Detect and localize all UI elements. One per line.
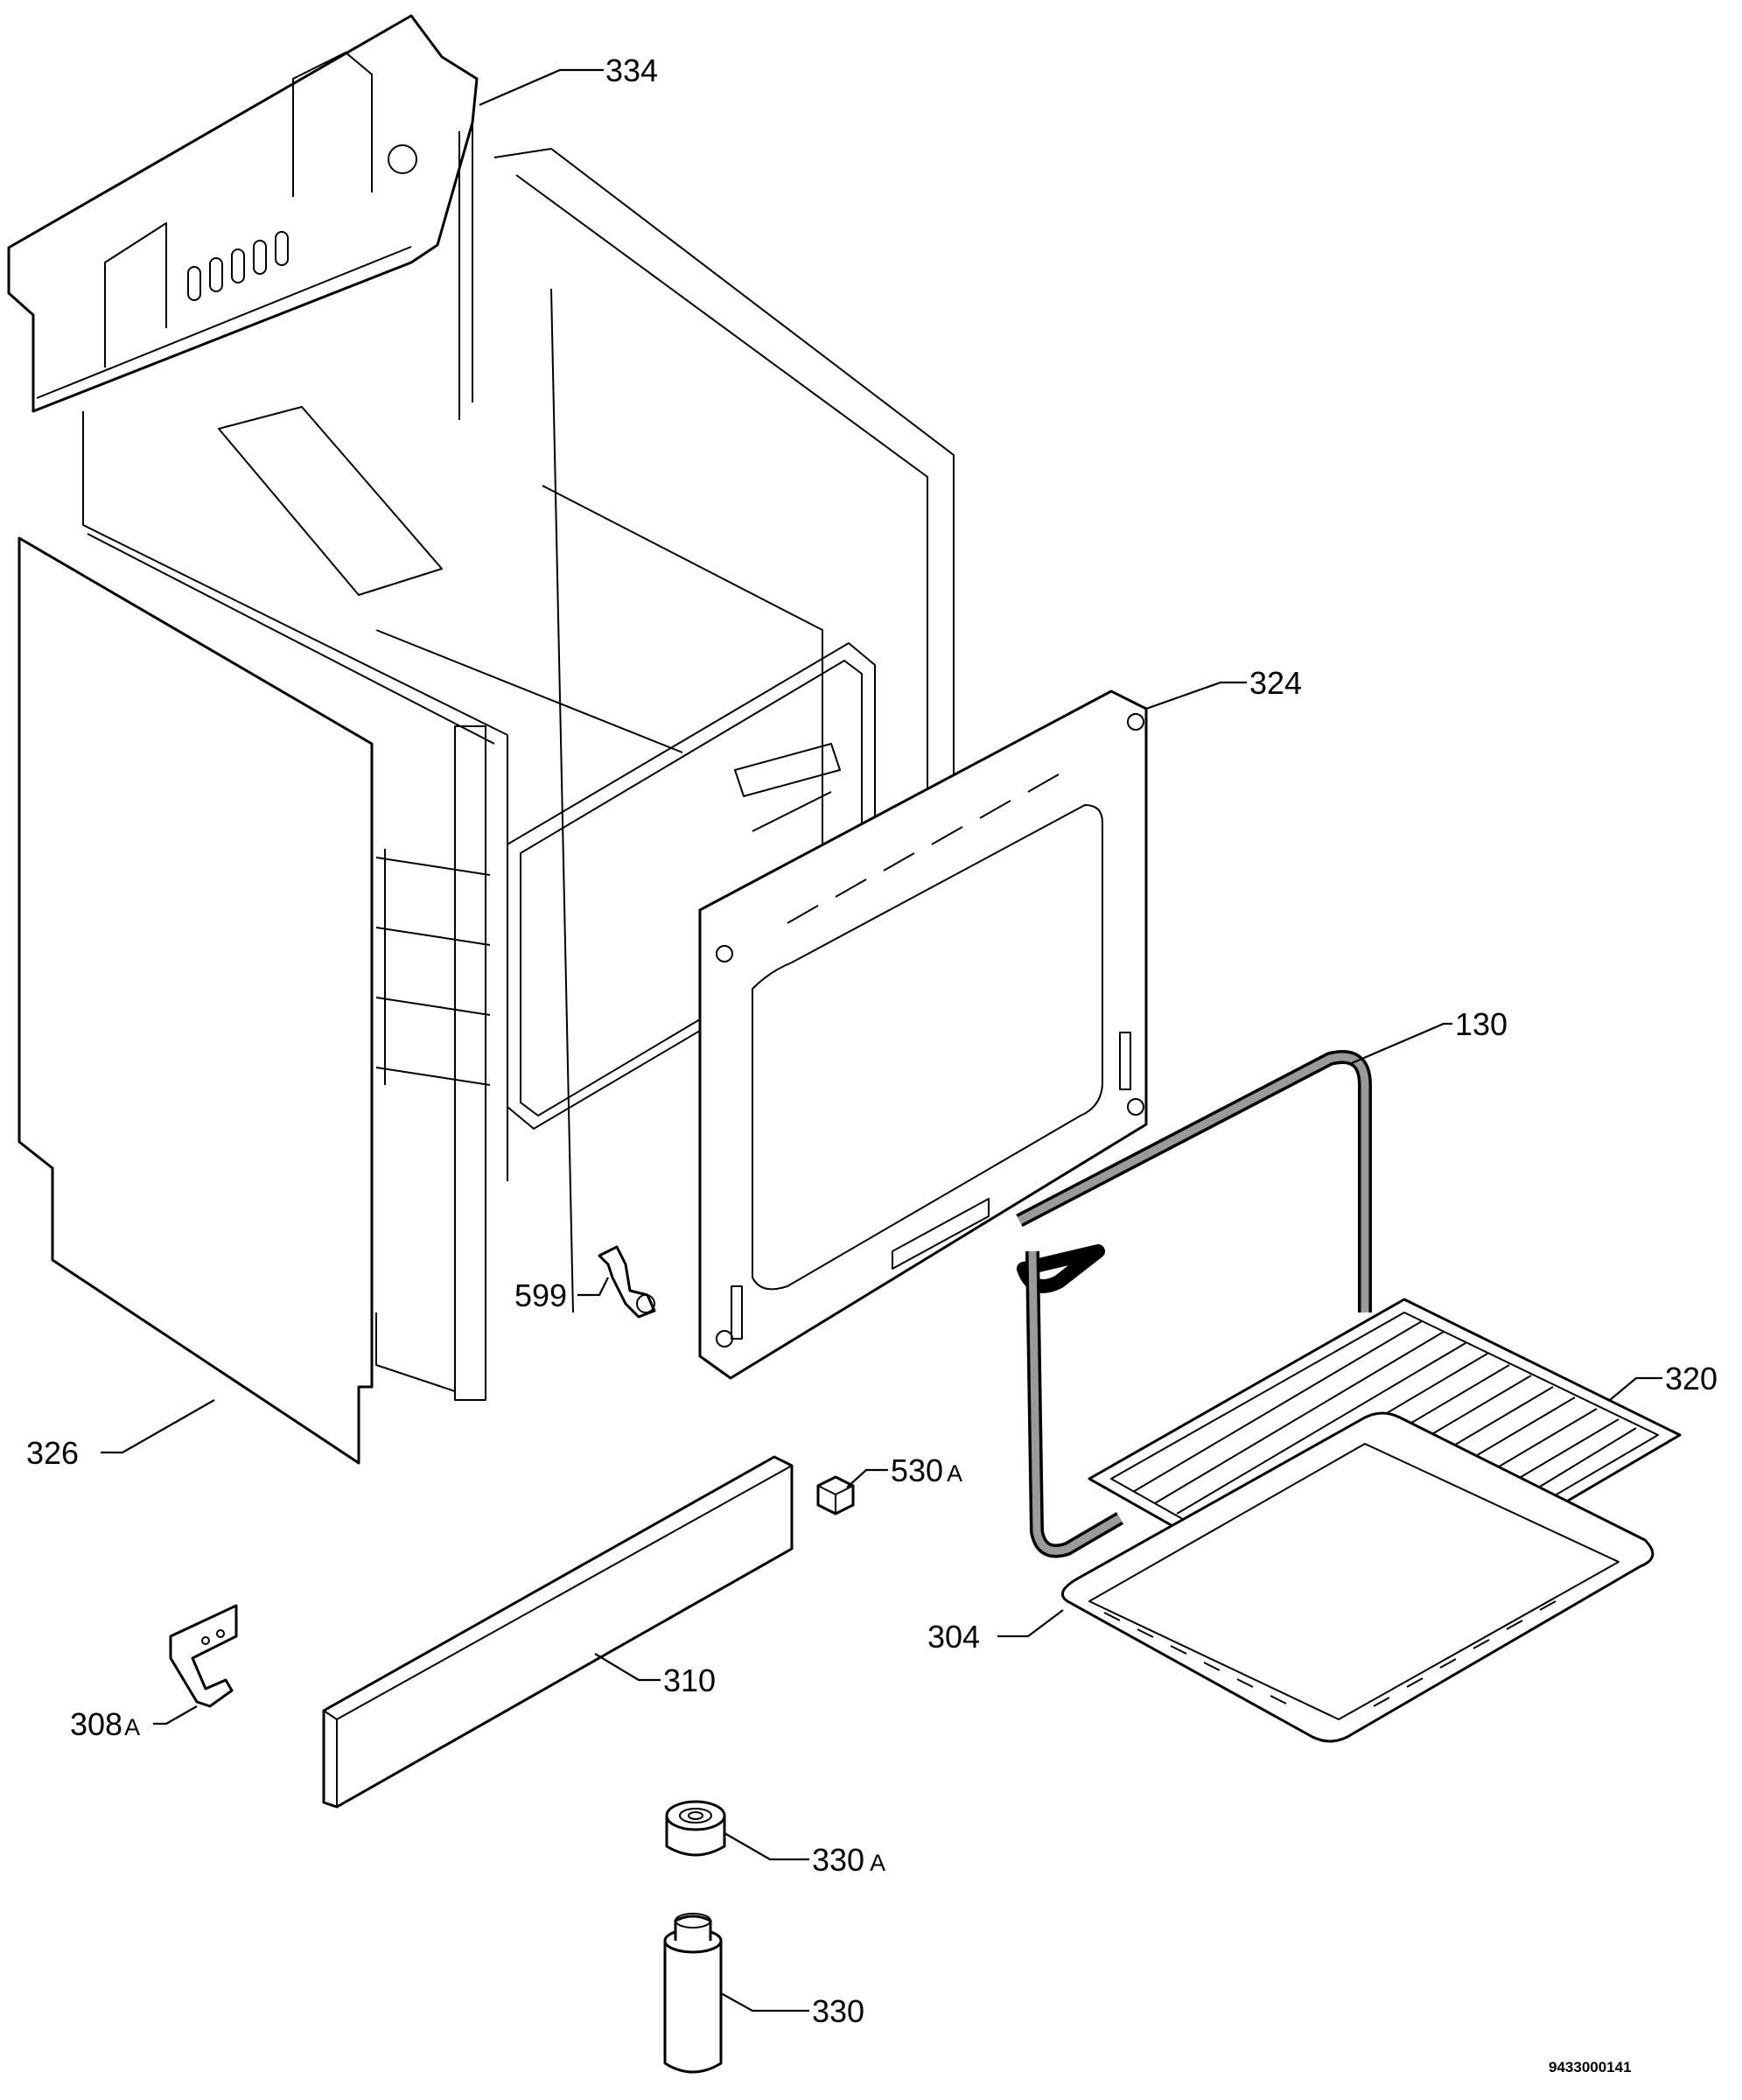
label-599: 599 — [514, 1278, 567, 1313]
part-foot-cap — [665, 1800, 726, 1857]
leader-304 — [997, 1609, 1064, 1638]
leader-320 — [1609, 1376, 1662, 1401]
label-308A: 308A — [70, 1706, 140, 1742]
part-baking-tray — [1060, 1411, 1655, 1743]
label-326: 326 — [26, 1435, 79, 1471]
drawing-code: 9433000141 — [1549, 2059, 1632, 2076]
leader-334 — [479, 68, 604, 107]
part-bracket — [169, 1604, 238, 1708]
leader-530A — [846, 1468, 888, 1488]
part-hinge-bracket — [598, 1245, 656, 1319]
part-door-frame — [698, 690, 1148, 1380]
part-back-panel — [7, 14, 479, 420]
part-nut — [816, 1475, 855, 1516]
label-320: 320 — [1665, 1361, 1718, 1396]
leader-330 — [720, 1992, 809, 2012]
leader-lines — [101, 68, 1662, 2012]
leader-130 — [1351, 1022, 1452, 1065]
leader-308A — [153, 1705, 198, 1726]
part-kick-plate — [322, 1455, 794, 1809]
label-304: 304 — [927, 1619, 980, 1655]
leader-326 — [101, 1399, 215, 1454]
label-324: 324 — [1249, 665, 1302, 701]
leader-310 — [594, 1653, 661, 1682]
leader-324 — [1145, 681, 1247, 710]
label-334: 334 — [605, 52, 658, 88]
label-130: 130 — [1455, 1006, 1508, 1042]
part-foot — [663, 1913, 723, 2074]
leader-599 — [577, 1277, 609, 1297]
label-310: 310 — [663, 1662, 716, 1698]
leader-330A — [724, 1832, 809, 1861]
part-side-panel — [17, 536, 374, 1465]
label-330: 330 — [812, 1993, 864, 2029]
